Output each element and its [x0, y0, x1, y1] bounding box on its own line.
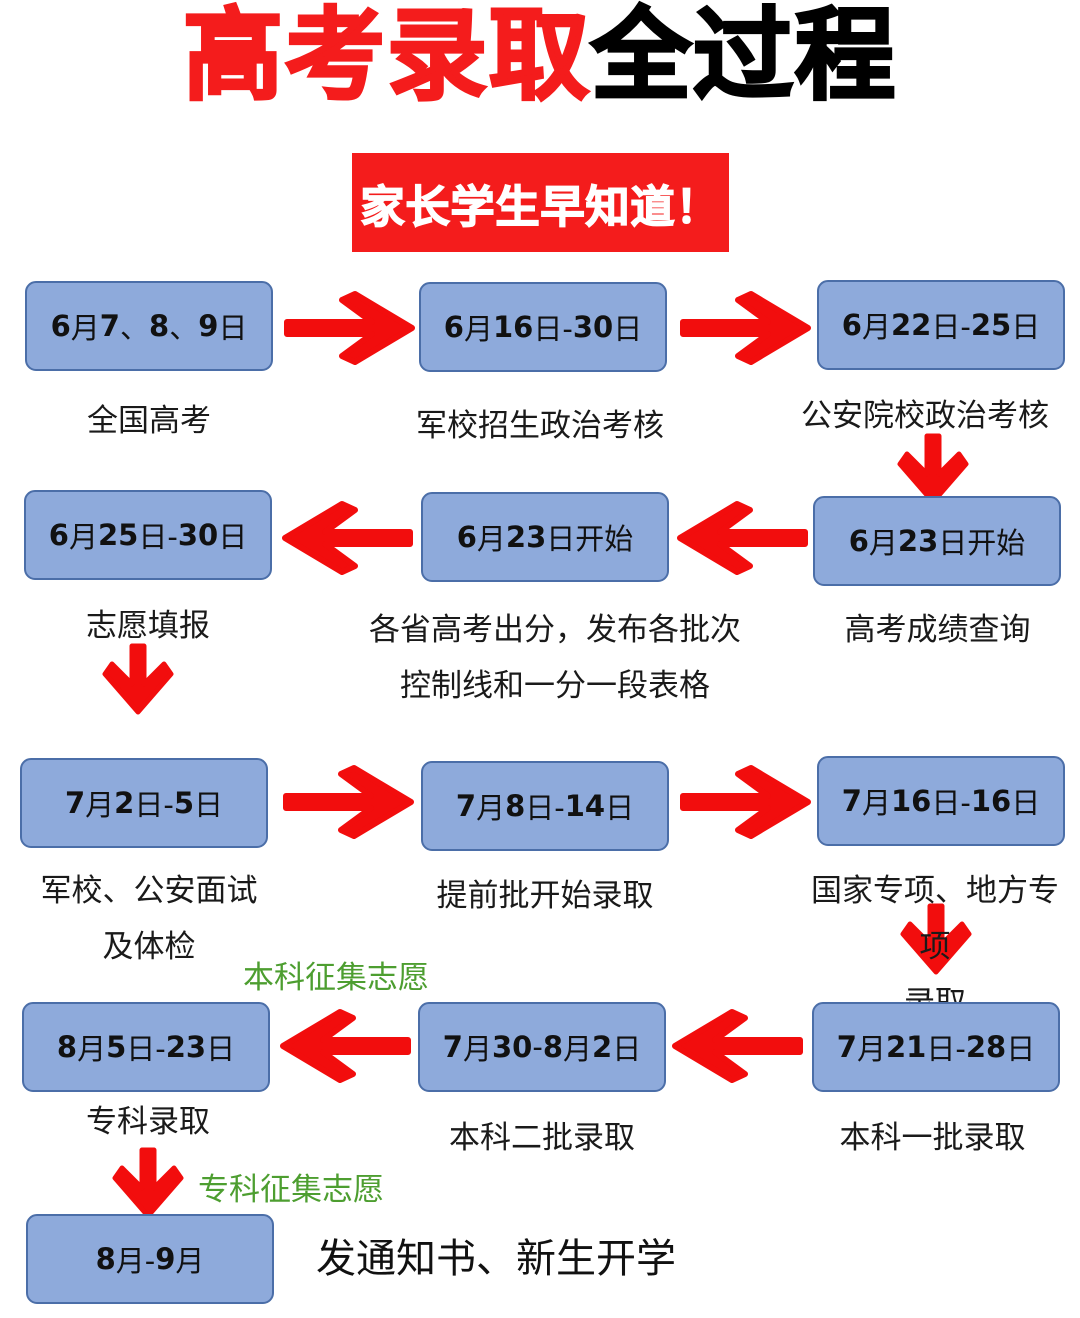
event-label-early-batch: 提前批开始录取 [436, 878, 654, 914]
event-label-undergrad-batch-2: 本科二批录取 [449, 1120, 635, 1156]
arrow-down-2 [105, 646, 171, 712]
note-college-supplement: 专科征集志愿 [198, 1172, 384, 1208]
arrow-down-4 [115, 1150, 181, 1216]
event-label-score-release: 各省高考出分，发布各批次控制线和一分一段表格 [369, 612, 741, 704]
subtitle-banner: 家长学生早知道！ [352, 153, 729, 252]
event-label-notification: 发通知书、新生开学 [316, 1236, 676, 1282]
event-label-application: 志愿填报 [86, 608, 210, 644]
title-black-part: 全过程 [590, 0, 897, 114]
event-label-military-political-review: 军校招生政治考核 [416, 408, 664, 444]
arrow-down-1 [900, 436, 966, 502]
arrow-left-2 [285, 504, 410, 572]
event-label-special-programs: 国家专项、地方专项录取 [811, 873, 1059, 1021]
event-label-interview: 军校、公安面试及体检 [40, 873, 258, 965]
event-label-police-political-review: 公安院校政治考核 [801, 398, 1049, 434]
event-label-college-admission: 专科录取 [86, 1104, 210, 1140]
event-label-national-exam: 全国高考 [87, 403, 211, 439]
arrow-right-1 [287, 294, 412, 362]
event-label-undergrad-batch-1: 本科一批录取 [839, 1120, 1026, 1156]
arrow-right-3 [286, 768, 411, 836]
arrow-right-2 [683, 294, 808, 362]
page-title: 高考录取全过程 [0, 0, 1080, 111]
note-undergrad-supplement: 本科征集志愿 [243, 960, 429, 996]
event-label-score-query: 高考成绩查询 [844, 612, 1031, 648]
arrow-left-3 [675, 1012, 800, 1080]
arrow-left-4 [283, 1012, 408, 1080]
title-red-part: 高考录取 [182, 0, 591, 114]
arrow-right-4 [683, 768, 808, 836]
arrow-left-1 [680, 504, 805, 572]
